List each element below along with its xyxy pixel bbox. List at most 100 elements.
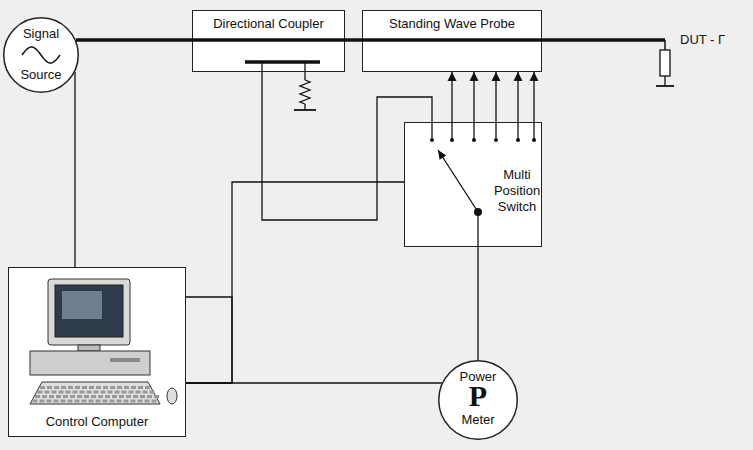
keyboard-key bbox=[124, 400, 129, 403]
node-illustration bbox=[192, 40, 345, 110]
probe-box: Standing Wave Probe bbox=[362, 10, 542, 72]
keyboard-key bbox=[75, 386, 80, 389]
switch-terminal bbox=[495, 122, 496, 140]
coupled-line bbox=[245, 60, 320, 64]
coupler-box: Directional Coupler bbox=[192, 10, 345, 72]
monitor-stand bbox=[78, 345, 100, 351]
keyboard-key bbox=[56, 395, 61, 398]
keyboard-key bbox=[103, 400, 108, 403]
keyboard-key bbox=[96, 386, 101, 389]
keyboard-key bbox=[145, 386, 150, 389]
keyboard-key bbox=[143, 391, 148, 394]
keyboard-key bbox=[115, 391, 120, 394]
keyboard-key bbox=[47, 400, 52, 403]
keyboard-key bbox=[136, 391, 141, 394]
keyboard-key bbox=[59, 391, 64, 394]
keyboard-key bbox=[84, 395, 89, 398]
resistor-symbol bbox=[300, 80, 310, 104]
keyboard-key bbox=[89, 386, 94, 389]
terminal-dot bbox=[494, 138, 498, 142]
switch-terminal bbox=[431, 122, 432, 140]
keyboard-key bbox=[154, 395, 159, 398]
keyboard-key bbox=[47, 386, 52, 389]
node-illustration bbox=[22, 47, 60, 63]
connector bbox=[345, 38, 362, 42]
node-label: DUT - Γ bbox=[680, 32, 725, 47]
keyboard-key bbox=[73, 391, 78, 394]
keyboard-key bbox=[82, 400, 87, 403]
keyboard-key bbox=[38, 391, 43, 394]
keyboard-key bbox=[54, 400, 59, 403]
keyboard-key bbox=[63, 395, 68, 398]
keyboard-key bbox=[133, 395, 138, 398]
circle-outline bbox=[4, 18, 79, 93]
keyboard-key bbox=[89, 400, 94, 403]
keyboard-key bbox=[101, 391, 106, 394]
terminal-dot bbox=[450, 138, 454, 142]
keyboard-key bbox=[33, 400, 38, 403]
connector bbox=[477, 247, 478, 360]
connector bbox=[542, 38, 652, 42]
node-label: Standing Wave Probe bbox=[363, 16, 541, 31]
keyboard-key bbox=[138, 400, 143, 403]
keyboard-key bbox=[131, 386, 136, 389]
keyboard-key bbox=[77, 395, 82, 398]
keyboard-key bbox=[122, 391, 127, 394]
keyboard-key bbox=[105, 395, 110, 398]
keyboard bbox=[30, 382, 160, 404]
coupled-port bbox=[261, 62, 262, 72]
ground-symbol bbox=[656, 85, 674, 87]
keyboard-key bbox=[147, 395, 152, 398]
keyboard-key bbox=[117, 400, 122, 403]
node-label: Meter bbox=[438, 412, 518, 427]
switch-box: Multi Position Switch bbox=[404, 122, 542, 247]
circle-outline bbox=[439, 361, 518, 440]
connector bbox=[186, 382, 442, 383]
connector bbox=[473, 72, 474, 122]
keyboard-key bbox=[112, 395, 117, 398]
keyboard-key bbox=[80, 391, 85, 394]
ground-symbol bbox=[294, 109, 316, 111]
keyboard-key bbox=[75, 400, 80, 403]
keyboard-key bbox=[110, 386, 115, 389]
desktop-unit bbox=[30, 351, 150, 375]
keyboard-key bbox=[87, 391, 92, 394]
keyboard-key bbox=[68, 386, 73, 389]
load-resistor-symbol bbox=[660, 50, 670, 76]
keyboard-key bbox=[35, 395, 40, 398]
node-illustration bbox=[362, 40, 542, 41]
keyboard-key bbox=[140, 395, 145, 398]
keyboard-key bbox=[52, 391, 57, 394]
node-label: Multi Position Switch bbox=[493, 167, 541, 215]
keyboard-key bbox=[150, 391, 155, 394]
keyboard-key bbox=[68, 400, 73, 403]
keyboard-key bbox=[61, 400, 66, 403]
node-graphic bbox=[9, 268, 185, 436]
keyboard-key bbox=[45, 391, 50, 394]
mouse bbox=[167, 388, 177, 404]
pointer-arrowhead bbox=[438, 150, 446, 160]
keyboard-key bbox=[98, 395, 103, 398]
connector bbox=[533, 72, 534, 122]
terminal-dot bbox=[430, 138, 434, 142]
connector bbox=[186, 182, 404, 383]
keyboard-key bbox=[96, 400, 101, 403]
node-label: Control Computer bbox=[9, 414, 185, 429]
keyboard-key bbox=[54, 386, 59, 389]
terminal-dot bbox=[516, 138, 520, 142]
keyboard-key bbox=[110, 400, 115, 403]
keyboard-key bbox=[49, 395, 54, 398]
node-illustration bbox=[30, 279, 177, 404]
switch-terminal bbox=[517, 122, 518, 140]
load-lead bbox=[664, 76, 665, 86]
switch-terminal bbox=[451, 122, 452, 140]
screen-window bbox=[62, 291, 102, 319]
resistor-lead bbox=[304, 62, 305, 80]
keyboard-key bbox=[103, 386, 108, 389]
terminal-dot bbox=[472, 138, 476, 142]
switch-common bbox=[477, 212, 478, 247]
switch-pointer bbox=[438, 150, 478, 212]
keyboard-key bbox=[119, 395, 124, 398]
node-illustration bbox=[652, 40, 674, 86]
